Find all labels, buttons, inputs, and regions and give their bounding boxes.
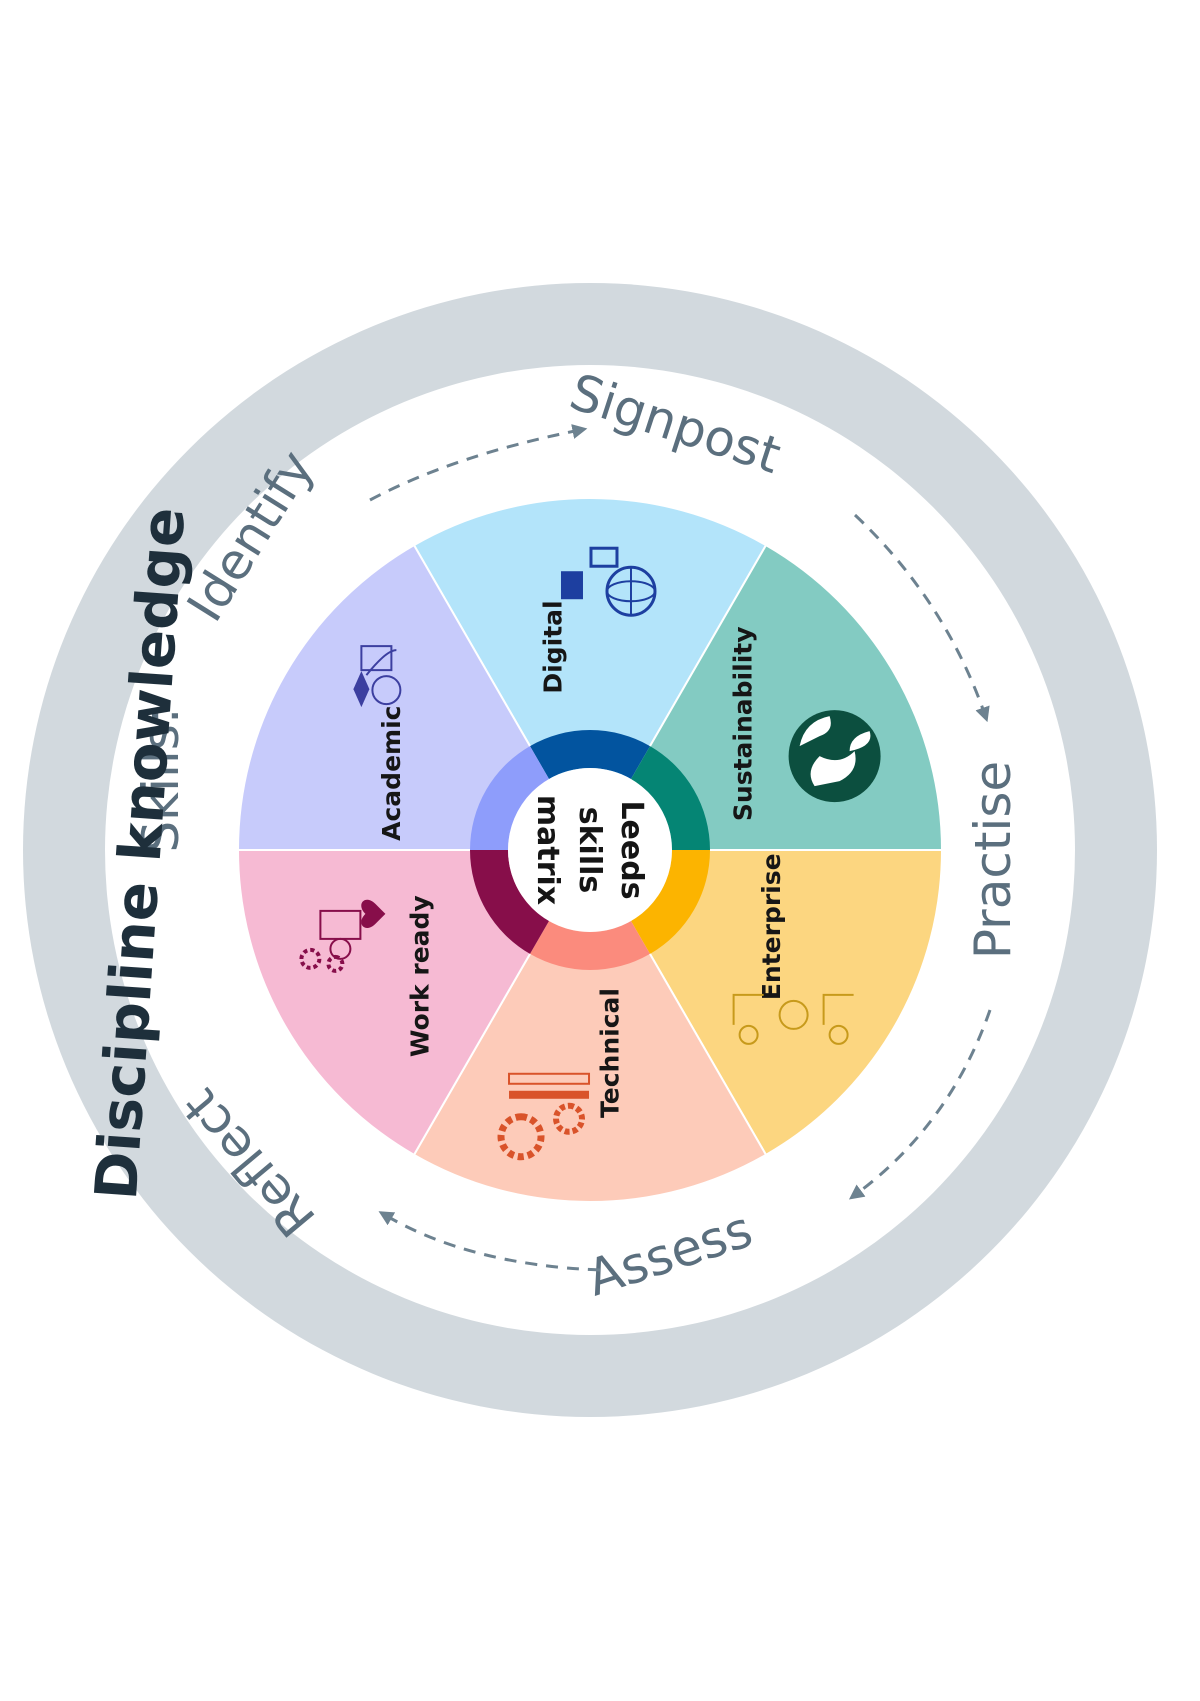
arrow-assess-reflect xyxy=(378,1211,601,1272)
globe-devices-icon xyxy=(560,546,657,617)
arrow-signpost-practise xyxy=(853,513,990,723)
skills-prefix: Skills: xyxy=(132,707,190,852)
accent-work-ready xyxy=(470,850,549,954)
center-circle xyxy=(508,768,672,932)
center-line-1: Leeds xyxy=(614,800,649,899)
center-line-2: skills xyxy=(572,807,607,894)
segment-label: Sustainability xyxy=(729,626,758,821)
lightbulb-people-icon xyxy=(732,993,854,1045)
arrow-practise-assess xyxy=(848,1009,992,1200)
accent-sustainability xyxy=(631,746,710,850)
gears-tools-icon xyxy=(497,1072,591,1161)
accent-academic xyxy=(470,746,549,850)
graduate-icon xyxy=(353,645,402,708)
segment-label: Digital xyxy=(538,600,567,693)
step-practise: Practise xyxy=(964,761,1022,959)
segment-technical xyxy=(412,848,768,1203)
accent-technical xyxy=(530,921,650,970)
segment-label: Work ready xyxy=(405,895,434,1057)
segment-labels: Digital SustainabilityEnterpriseTechnical… xyxy=(299,546,881,1161)
arrow-identify-signpost xyxy=(369,424,588,502)
accent-digital xyxy=(530,730,650,779)
segment-digital xyxy=(412,497,768,853)
person-gears-heart-icon xyxy=(299,899,386,973)
center-label: Leeds skills matrix xyxy=(530,795,649,905)
accent-ring xyxy=(470,730,710,970)
earth-icon xyxy=(788,710,881,803)
center-line-3: matrix xyxy=(530,795,565,905)
segment-label: Enterprise xyxy=(757,853,786,1000)
accent-enterprise xyxy=(631,850,710,954)
segment-label: Academic xyxy=(377,706,406,841)
segment-label: Technical xyxy=(596,988,625,1118)
